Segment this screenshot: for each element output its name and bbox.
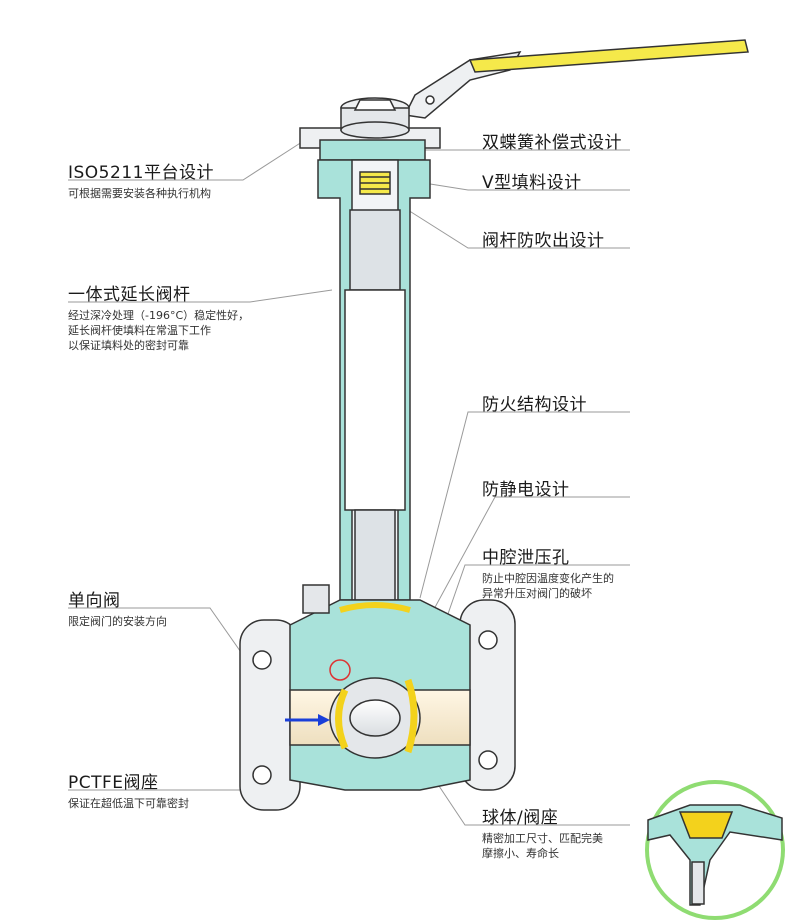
callout-iso5211-title: ISO5211平台设计 <box>68 163 214 183</box>
callout-ball-seat-desc: 精密加工尺寸、匹配完美 摩擦小、寿命长 <box>482 832 603 860</box>
valve-body <box>239 584 516 811</box>
callout-ball-seat-title: 球体/阀座 <box>482 808 559 828</box>
callout-disc-spring-title: 双蝶簧补偿式设计 <box>482 133 622 153</box>
callout-extended-stem-title: 一体式延长阀杆 <box>68 285 191 305</box>
leader-fire-safe <box>419 411 630 599</box>
callout-iso5211-desc: 可根据需要安装各种执行机构 <box>68 187 211 200</box>
callout-check-valve-title: 单向阀 <box>68 591 121 611</box>
seat-detail-inset <box>645 780 785 920</box>
callout-fire-safe-title: 防火结构设计 <box>482 395 587 415</box>
callout-extended-stem-desc: 经过深冷处理（-196°C）稳定性好， 延长阀杆使填料在常温下工作 以保证填料处… <box>68 309 250 352</box>
callout-v-packing-title: V型填料设计 <box>482 173 582 193</box>
callout-anti-static-title: 防静电设计 <box>482 480 570 500</box>
callout-pctfe-seat-desc: 保证在超低温下可靠密封 <box>68 797 189 810</box>
callout-pctfe-seat-title: PCTFE阀座 <box>68 773 159 793</box>
callout-check-valve-desc: 限定阀门的安装方向 <box>68 615 167 628</box>
callout-cavity-relief-title: 中腔泄压孔 <box>482 548 570 568</box>
leader-anti-blowout <box>399 204 630 249</box>
lever-handle <box>403 39 749 119</box>
leader-iso5211 <box>68 139 306 181</box>
bonnet-extension <box>317 159 431 601</box>
flow-direction-arrow <box>285 714 330 726</box>
callout-anti-blowout-title: 阀杆防吹出设计 <box>482 231 605 251</box>
callout-cavity-relief-desc: 防止中腔因温度变化产生的 异常升压对阀门的破坏 <box>482 572 614 600</box>
leader-extended-stem <box>68 289 333 303</box>
